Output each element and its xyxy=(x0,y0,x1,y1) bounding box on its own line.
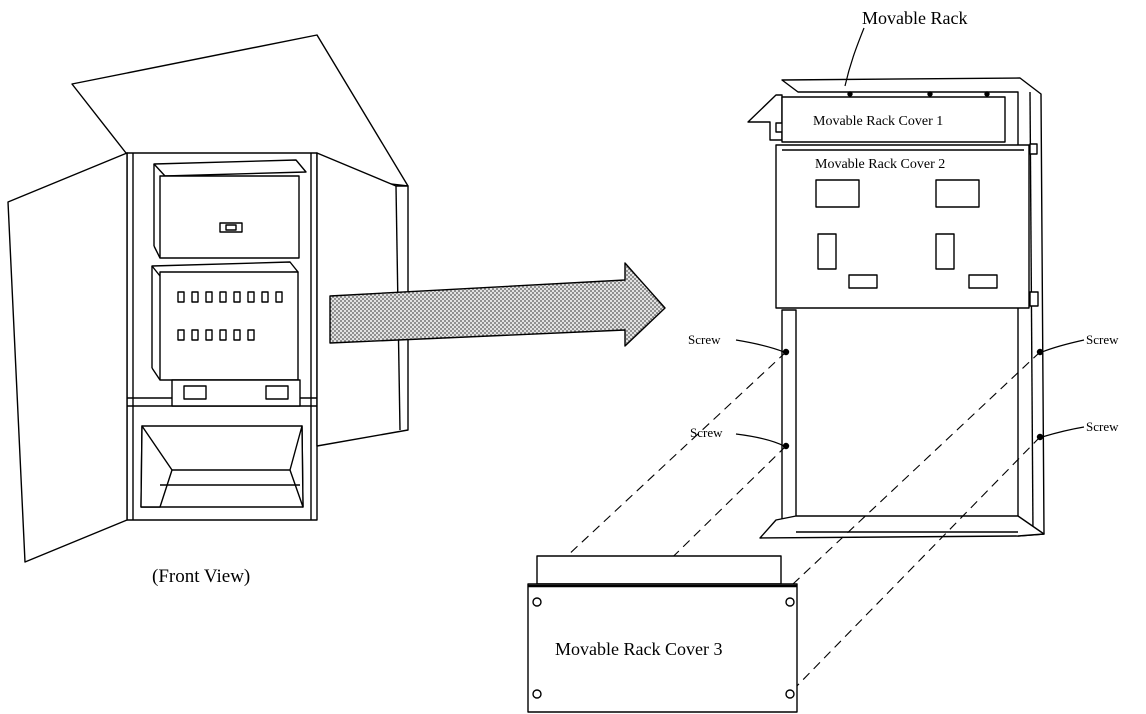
rack-cover-2-label: Movable Rack Cover 2 xyxy=(815,157,945,172)
indicator-slot xyxy=(219,291,227,303)
indicator-slot xyxy=(177,291,185,303)
rack-cover-3-label: Movable Rack Cover 3 xyxy=(555,639,722,659)
indicator-slot xyxy=(247,291,255,303)
screw-label-left-upper: Screw xyxy=(688,332,721,347)
rack-cover-1-label: Movable Rack Cover 1 xyxy=(813,114,943,129)
movable-rack xyxy=(747,77,1045,539)
upper-drawer-unit xyxy=(153,159,307,259)
bottom-compartment xyxy=(140,425,304,508)
indicator-slot xyxy=(233,329,241,341)
rack-cover-1 xyxy=(781,96,1006,143)
indicator-slot xyxy=(191,329,199,341)
left-door xyxy=(7,152,128,563)
indicator-slot xyxy=(219,329,227,341)
screw-label-left-lower: Screw xyxy=(690,425,723,440)
indicator-slot xyxy=(177,329,185,341)
screw-label-right-lower: Screw xyxy=(1086,419,1119,434)
indicator-slot xyxy=(275,291,283,303)
middle-control-unit xyxy=(151,261,299,381)
indicator-slots-bottom xyxy=(177,329,255,341)
indicator-slot xyxy=(205,329,213,341)
indicator-slot xyxy=(205,291,213,303)
cabinet-front-view xyxy=(7,34,409,563)
screw-label-right-upper: Screw xyxy=(1086,332,1119,347)
base-unit xyxy=(171,379,301,407)
movable-rack-label: Movable Rack xyxy=(862,8,967,28)
direction-arrow xyxy=(329,262,666,347)
indicator-slot xyxy=(261,291,269,303)
movable-rack-leader xyxy=(844,27,865,87)
rack-cover-3 xyxy=(527,555,798,713)
front-view-label: (Front View) xyxy=(152,566,250,587)
screw-leaders xyxy=(735,339,1085,447)
indicator-slot xyxy=(191,291,199,303)
indicator-slots-top xyxy=(177,291,283,303)
indicator-slot xyxy=(233,291,241,303)
indicator-slot xyxy=(247,329,255,341)
